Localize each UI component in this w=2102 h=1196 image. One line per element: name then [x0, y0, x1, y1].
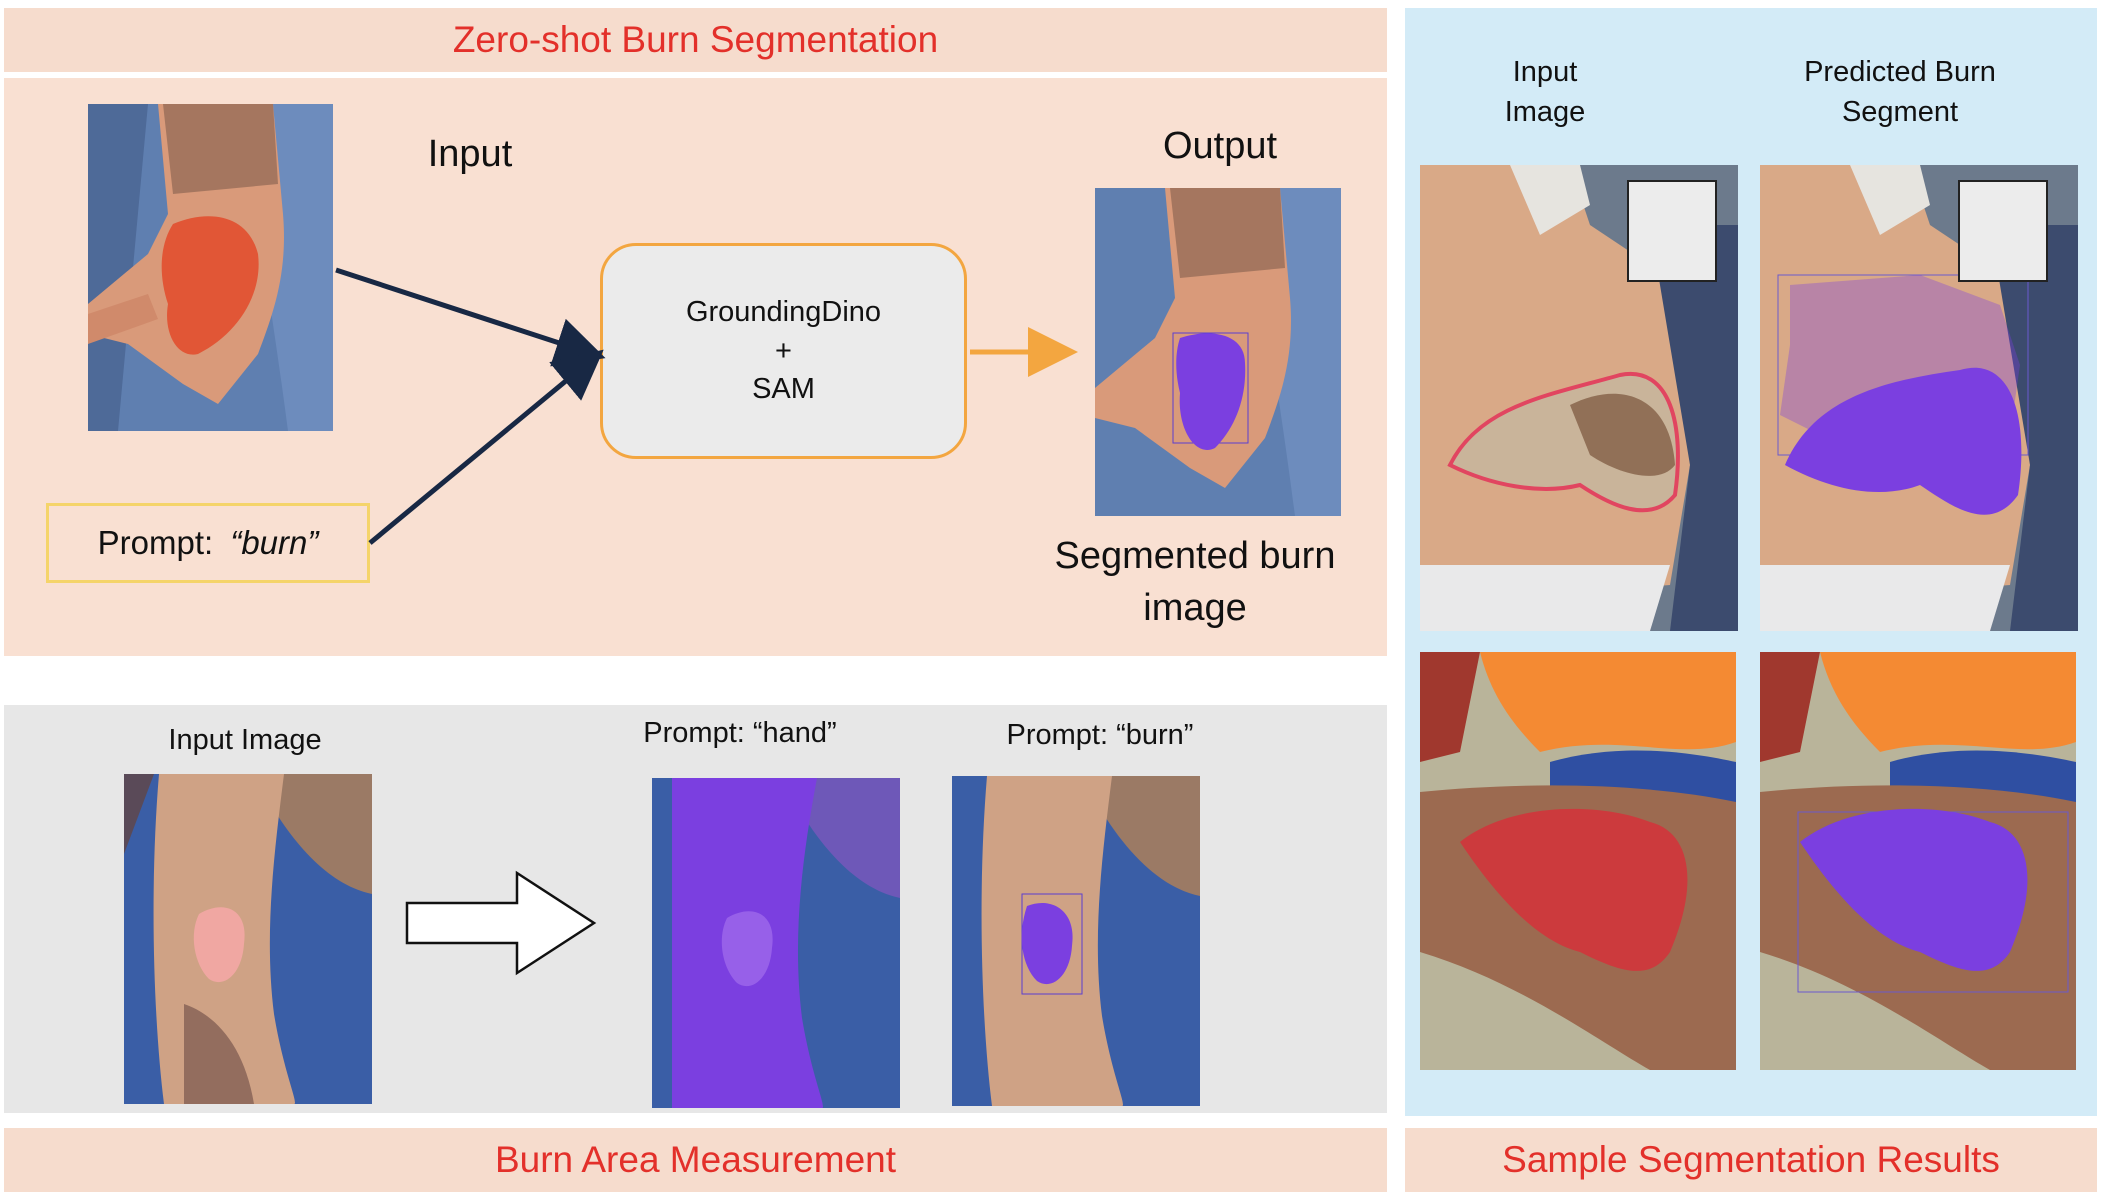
output-label: Output [1162, 125, 1278, 167]
measurement-banner: Burn Area Measurement [4, 1128, 1387, 1192]
input-hand-photo [88, 104, 333, 431]
measurement-input-label: Input Image [168, 724, 322, 756]
samples-col2-line2: Segment [1841, 96, 1959, 128]
model-name-grounding: GroundingDino [685, 296, 882, 329]
arm-input-photo [1420, 652, 1736, 1070]
samples-col2-line1: Predicted Burn [1804, 56, 1996, 88]
forearm-input-photo [124, 774, 372, 1104]
prompt-prefix: Prompt: [97, 524, 223, 561]
pipeline-arrows [335, 267, 1078, 545]
hand-mask-photo [652, 778, 900, 1108]
samples-col1-line2: Image [1504, 96, 1586, 128]
samples-col2-label: Predicted Burn Segment [1735, 52, 2065, 132]
model-name-sam: SAM [752, 373, 815, 406]
segmented-label-line2: image [1143, 587, 1247, 629]
samples-col1-label: Input Image [1420, 52, 1670, 132]
burn-mask-photo [952, 776, 1200, 1106]
measurement-banner-title: Burn Area Measurement [494, 1139, 897, 1180]
input-label: Input [427, 133, 513, 175]
model-plus: + [775, 334, 792, 367]
output-hand-photo [1095, 188, 1341, 516]
back-predicted-photo [1760, 165, 2078, 631]
measurement-flow-arrow [405, 870, 597, 976]
back-input-photo [1420, 165, 1738, 631]
samples-col1-line1: Input [1512, 56, 1578, 88]
prompt-burn-label: Prompt: “burn” [1006, 719, 1194, 751]
prompt-word: “burn” [230, 524, 319, 561]
prompt-to-model-arrow [368, 349, 604, 545]
samples-banner: Sample Segmentation Results [1405, 1128, 2097, 1192]
segmented-label-line1: Segmented burn [1054, 535, 1336, 577]
top-banner: Zero-shot Burn Segmentation [4, 8, 1387, 72]
prompt-hand-label: Prompt: “hand” [643, 717, 837, 749]
prompt-box: Prompt: “burn” [46, 503, 370, 583]
arm-predicted-photo [1760, 652, 2076, 1070]
top-banner-title: Zero-shot Burn Segmentation [452, 19, 939, 60]
samples-banner-title: Sample Segmentation Results [1502, 1139, 2000, 1180]
input-to-model-arrow [335, 267, 606, 367]
